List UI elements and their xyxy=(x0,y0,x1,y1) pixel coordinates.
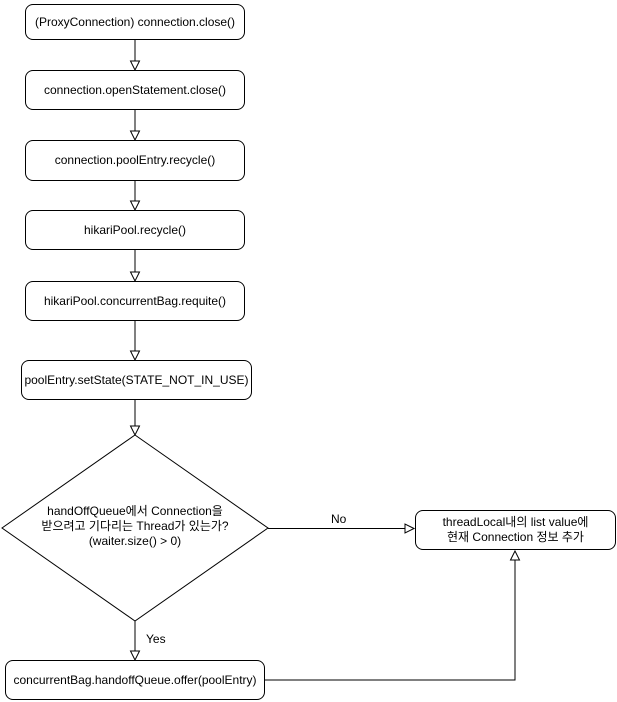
arrowhead-down-icon xyxy=(129,200,141,212)
edge-decision-yes xyxy=(129,621,141,662)
decision-waiter-check-label: handOffQueue에서 Connection을 받으려고 기다리는 Thr… xyxy=(41,504,229,548)
edge-poolentry-to-hikaripool xyxy=(129,181,141,212)
node-thread-local-add: threadLocal내의 list value에 현재 Connection … xyxy=(415,510,616,550)
edge-label-no: No xyxy=(329,512,349,526)
arrowhead-down-icon xyxy=(129,60,141,72)
arrowhead-down-icon xyxy=(129,425,141,437)
edge-openstmt-to-poolentry xyxy=(129,110,141,142)
node-pool-entry-recycle: connection.poolEntry.recycle() xyxy=(25,140,245,181)
node-handoff-queue-offer: concurrentBag.handoffQueue.offer(poolEnt… xyxy=(5,660,265,700)
node-concurrent-bag-requite: hikariPool.concurrentBag.requite() xyxy=(25,281,245,321)
node-set-state-not-in-use: poolEntry.setState(STATE_NOT_IN_USE) xyxy=(21,360,252,400)
edge-handoff-to-threadlocal xyxy=(265,549,521,681)
arrowhead-down-icon xyxy=(129,350,141,362)
node-hikari-pool-recycle: hikariPool.recycle() xyxy=(25,210,245,250)
arrowhead-right-icon xyxy=(404,523,416,534)
edge-label-yes: Yes xyxy=(144,632,168,646)
edge-proxy-to-openstmt xyxy=(129,40,141,72)
node-open-statement-close: connection.openStatement.close() xyxy=(25,70,245,110)
arrowhead-down-icon xyxy=(129,650,141,662)
arrowhead-down-icon xyxy=(129,130,141,142)
edge-setstate-to-decision xyxy=(129,400,141,437)
edge-decision-no xyxy=(268,523,416,534)
edge-requite-to-setstate xyxy=(129,321,141,362)
node-proxy-connection-close: (ProxyConnection) connection.close() xyxy=(25,4,245,40)
arrowhead-up-icon xyxy=(509,549,521,561)
edge-hikaripool-to-requite xyxy=(129,250,141,283)
arrowhead-down-icon xyxy=(129,271,141,283)
